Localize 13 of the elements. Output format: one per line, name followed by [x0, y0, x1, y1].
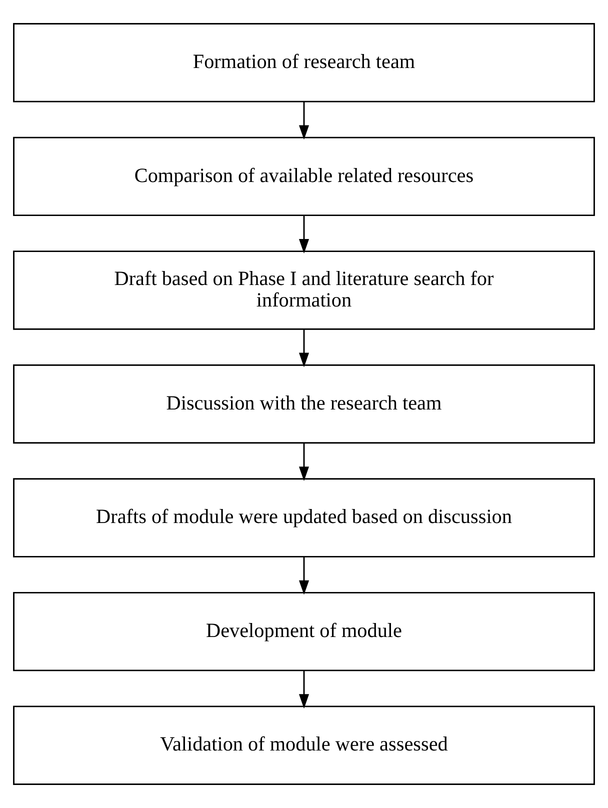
- arrow: [298, 670, 310, 709]
- node-box: Validation of module were assessed: [13, 706, 595, 785]
- node-box: Discussion with the research team: [13, 364, 595, 444]
- arrow: [298, 215, 310, 254]
- arrow: [298, 556, 310, 595]
- node-box: Draft based on Phase I and literature search for information: [13, 250, 595, 330]
- arrow: [298, 443, 310, 482]
- node-box: Drafts of module were updated based on discussion: [13, 478, 595, 558]
- node-box: Development of module: [13, 592, 595, 672]
- arrow: [298, 102, 310, 140]
- node-box: Comparison of available related resources: [13, 136, 595, 216]
- node-box: Formation of research team: [13, 23, 595, 102]
- arrow: [298, 329, 310, 368]
